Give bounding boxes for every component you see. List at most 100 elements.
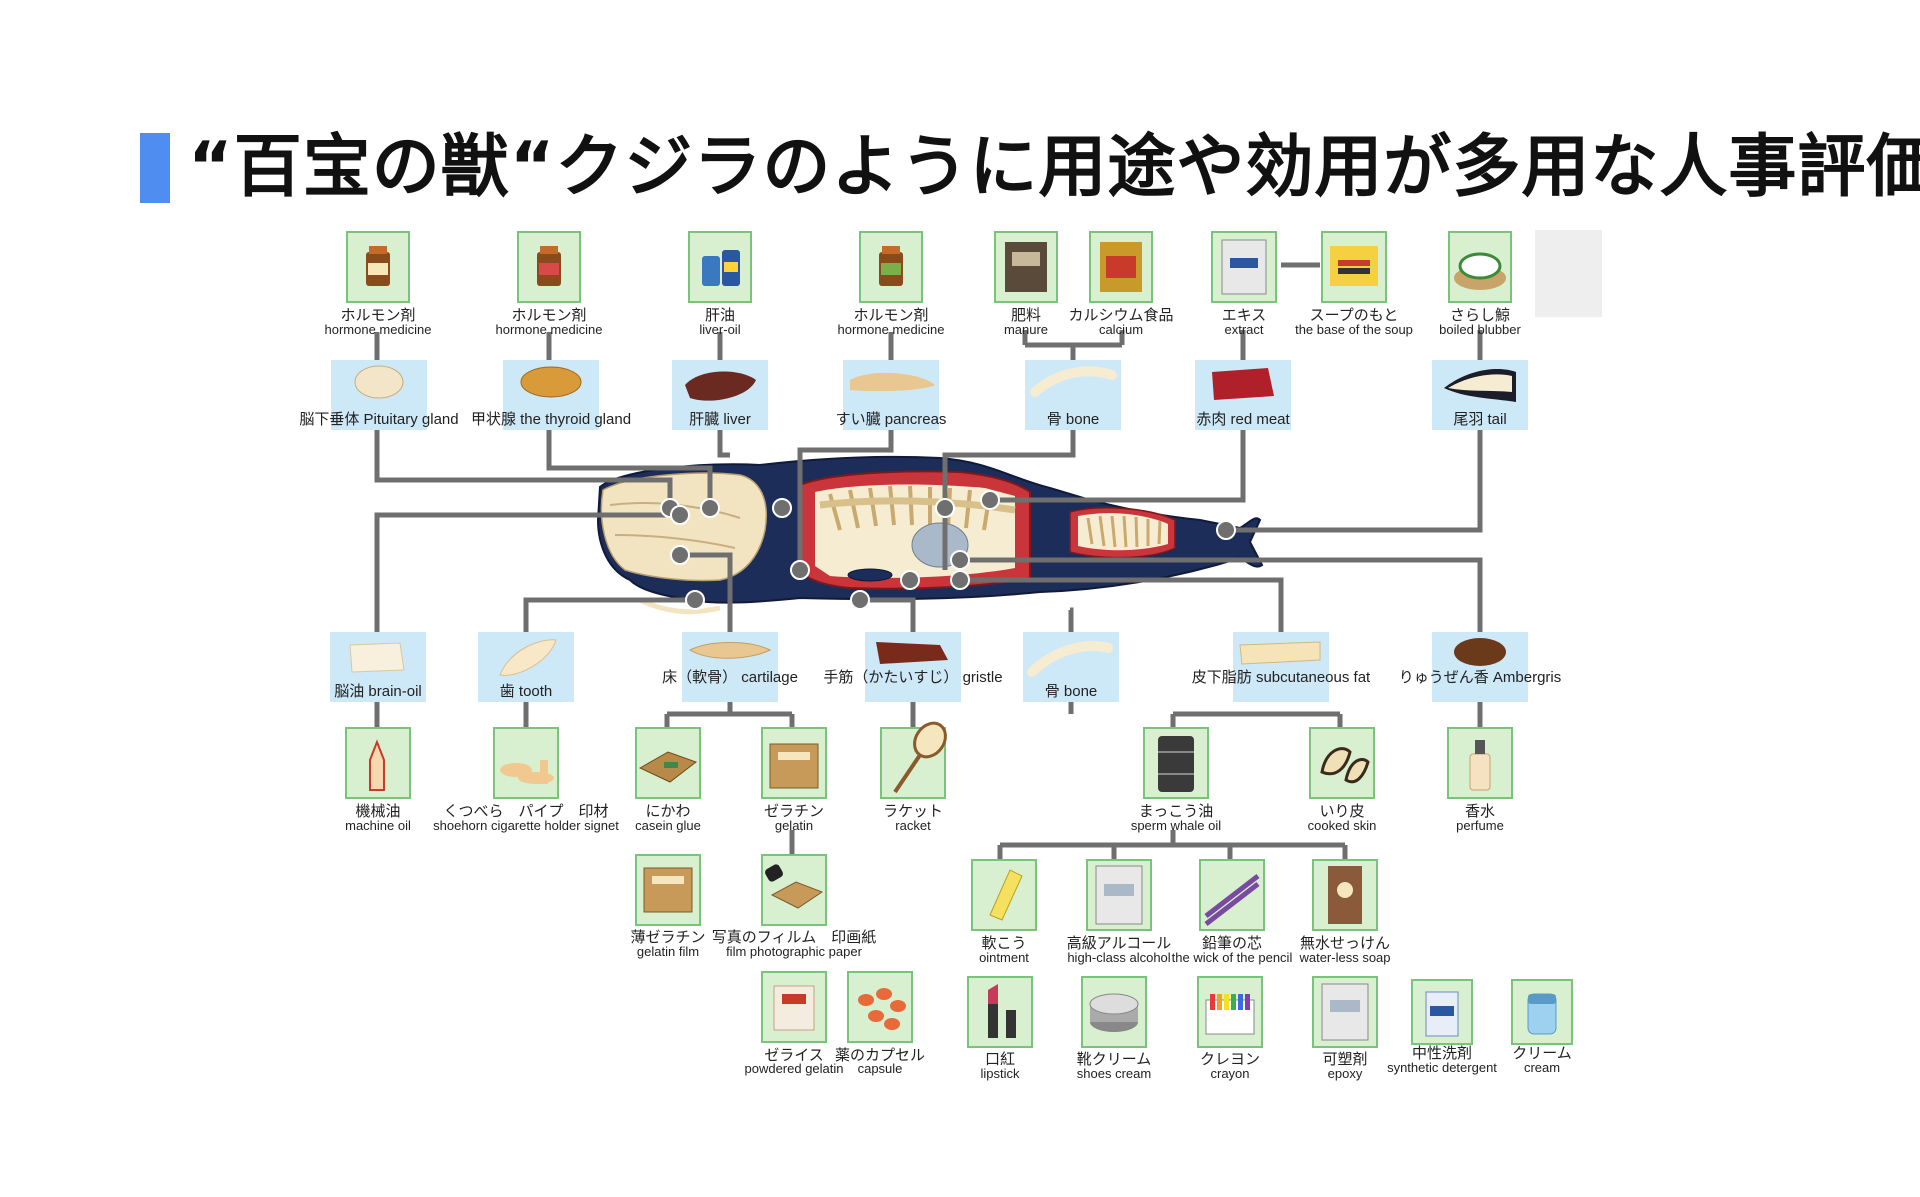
svg-text:synthetic detergent: synthetic detergent <box>1387 1060 1497 1075</box>
svg-text:鉛筆の芯: 鉛筆の芯 <box>1202 935 1262 952</box>
svg-text:クレヨン: クレヨン <box>1200 1051 1260 1068</box>
oil-can-icon <box>369 739 385 791</box>
product-liver-oil: 肝油 liver-oil <box>688 231 752 337</box>
svg-text:歯 tooth: 歯 tooth <box>500 683 553 700</box>
svg-text:口紅: 口紅 <box>985 1051 1015 1068</box>
svg-text:gelatin: gelatin <box>775 818 813 833</box>
shoe-cream-tin-icon <box>1089 993 1139 1032</box>
row1-products: 機械油 machine oil くつべら パイプ 印材 shoehorn cig… <box>345 721 1513 833</box>
oil-drum-icon <box>1158 736 1194 792</box>
ointment-tube-icon <box>989 869 1023 921</box>
organ-thyroid-gland: 甲状腺 the thyroid gland <box>471 360 631 430</box>
cooked-skin-icon <box>1320 747 1370 784</box>
connector-lines <box>374 262 1483 860</box>
organ-red-meat: 赤肉 red meat <box>1195 360 1291 430</box>
svg-text:lipstick: lipstick <box>980 1066 1020 1081</box>
product-lipstick: 口紅 lipstick <box>967 976 1033 1081</box>
svg-text:ointment: ointment <box>979 950 1029 965</box>
svg-text:ラケット: ラケット <box>883 803 943 820</box>
svg-text:boiled blubber: boiled blubber <box>1439 322 1521 337</box>
svg-text:薬のカプセル: 薬のカプセル <box>835 1047 925 1064</box>
svg-text:尾羽 tail: 尾羽 tail <box>1453 411 1506 428</box>
svg-text:manure: manure <box>1004 322 1048 337</box>
organ-brain-oil: 脳油 brain-oil <box>330 632 426 702</box>
svg-text:ホルモン剤: ホルモン剤 <box>340 307 415 324</box>
product-waterless-soap: 無水せっけん water-less soap <box>1298 859 1391 965</box>
capsules-icon <box>858 988 906 1030</box>
svg-text:写真のフィルム 印画紙: 写真のフィルム 印画紙 <box>712 928 876 946</box>
svg-text:すい臓 pancreas: すい臓 pancreas <box>836 411 947 428</box>
sperm-whale-illustration <box>596 455 1264 615</box>
svg-text:ゼライス: ゼライス <box>764 1047 824 1064</box>
product-crayon: クレヨン crayon <box>1197 976 1263 1081</box>
gelatin-powder-icon <box>773 985 815 1031</box>
svg-text:ホルモン剤: ホルモン剤 <box>853 307 928 324</box>
medicine-bottle-icon <box>366 246 390 286</box>
product-extract: エキス extract <box>1211 231 1277 337</box>
product-epoxy: 可塑剤 epoxy <box>1312 976 1378 1081</box>
svg-text:powdered gelatin: powdered gelatin <box>744 1061 843 1076</box>
organ-bone-top: 骨 bone <box>1025 360 1121 430</box>
svg-text:calcium: calcium <box>1099 322 1143 337</box>
organ-subcutaneous-fat: 皮下脂肪 subcutaneous fat <box>1192 632 1371 702</box>
svg-text:いり皮: いり皮 <box>1319 803 1364 820</box>
svg-text:肝臓 liver: 肝臓 liver <box>689 411 751 428</box>
organ-bone-bottom: 骨 bone <box>1023 632 1119 702</box>
soup-package-icon <box>1330 246 1378 286</box>
organ-tail: 尾羽 tail <box>1432 360 1528 430</box>
svg-text:さらし鯨: さらし鯨 <box>1450 307 1510 324</box>
crayon-box-icon <box>1205 994 1255 1035</box>
svg-text:脳油 brain-oil: 脳油 brain-oil <box>334 683 422 700</box>
product-film: 写真のフィルム 印画紙 film photographic paper <box>712 854 876 959</box>
svg-text:ホルモン剤: ホルモン剤 <box>511 307 586 324</box>
product-calcium: カルシウム食品 calcium <box>1068 231 1174 337</box>
svg-text:骨 bone: 骨 bone <box>1047 411 1100 428</box>
product-boiled-blubber: さらし鯨 boiled blubber <box>1439 231 1522 337</box>
svg-text:cream: cream <box>1524 1060 1560 1075</box>
svg-text:りゅうぜん香 Ambergris: りゅうぜん香 Ambergris <box>1399 669 1562 686</box>
product-perfume: 香水 perfume <box>1447 727 1513 833</box>
row3-products: ゼライス powdered gelatin 薬のカプセル capsule 口紅 … <box>744 971 1573 1081</box>
svg-text:machine oil: machine oil <box>345 818 411 833</box>
svg-text:にかわ: にかわ <box>645 803 690 820</box>
organ-ambergris: りゅうぜん香 Ambergris <box>1399 632 1562 702</box>
svg-text:脳下垂体 Pituitary gland: 脳下垂体 Pituitary gland <box>299 411 458 428</box>
extract-can-icon <box>1221 239 1267 295</box>
racket-icon <box>893 721 947 794</box>
product-ointment: 軟こう ointment <box>971 859 1037 965</box>
soap-box-icon <box>1328 866 1362 924</box>
connector-dots <box>660 490 1236 610</box>
blank-placeholder <box>1535 230 1602 317</box>
svg-text:the base of the soup: the base of the soup <box>1295 322 1413 337</box>
svg-text:手筋（かたいすじ） gristle: 手筋（かたいすじ） gristle <box>823 669 1002 686</box>
product-capsule: 薬のカプセル capsule <box>835 971 925 1076</box>
top-organs: 脳下垂体 Pituitary gland 甲状腺 the thyroid gla… <box>299 360 1528 430</box>
cream-jar-icon <box>1527 993 1557 1035</box>
svg-text:sperm whale oil: sperm whale oil <box>1131 818 1221 833</box>
gelatin-film-box-icon <box>643 867 693 913</box>
row2-products: 薄ゼラチン gelatin film 写真のフィルム 印画紙 film phot… <box>630 854 1391 965</box>
svg-text:カルシウム食品: カルシウム食品 <box>1068 307 1173 324</box>
blubber-dish-icon <box>1454 252 1506 290</box>
svg-text:まっこう油: まっこう油 <box>1139 803 1213 820</box>
product-hormone-medicine-2: ホルモン剤 hormone medicine <box>496 231 602 337</box>
tooth-carvings-icon <box>500 760 554 784</box>
svg-text:capsule: capsule <box>858 1061 903 1076</box>
svg-text:gelatin film: gelatin film <box>637 944 699 959</box>
organ-cartilage: 床（軟骨） cartilage <box>662 632 798 702</box>
product-casein-glue: にかわ casein glue <box>635 727 701 833</box>
product-manure: 肥料 manure <box>994 231 1058 337</box>
top-products: ホルモン剤 hormone medicine ホルモン剤 hormone med… <box>325 231 1522 337</box>
svg-text:hormone medicine: hormone medicine <box>325 322 432 337</box>
svg-text:casein glue: casein glue <box>635 818 701 833</box>
alcohol-can-icon <box>1095 865 1143 925</box>
svg-text:epoxy: epoxy <box>1328 1066 1363 1081</box>
svg-text:racket: racket <box>895 818 931 833</box>
svg-text:中性洗剤: 中性洗剤 <box>1412 1045 1472 1062</box>
svg-text:the wick of the pencil: the wick of the pencil <box>1172 950 1293 965</box>
product-soup-base: スープのもと the base of the soup <box>1295 231 1413 337</box>
product-gelatin: ゼラチン gelatin <box>761 727 827 833</box>
svg-text:可塑剤: 可塑剤 <box>1322 1051 1367 1068</box>
svg-text:香水: 香水 <box>1465 803 1495 820</box>
svg-text:water-less soap: water-less soap <box>1298 950 1390 965</box>
